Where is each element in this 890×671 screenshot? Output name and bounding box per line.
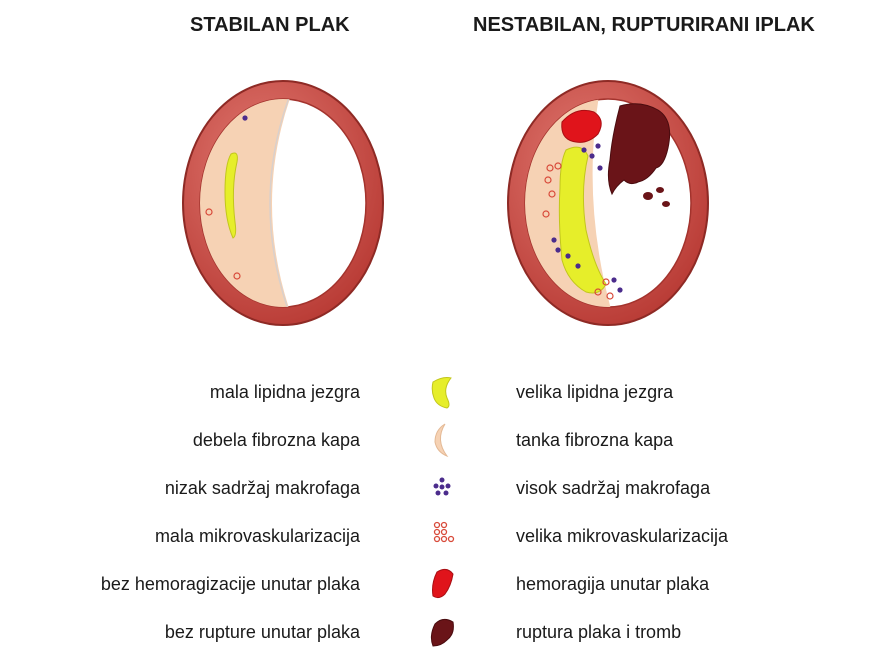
microvessel-icon xyxy=(425,518,459,554)
stable-feature-label: bez rupture unutar plaka xyxy=(165,622,360,643)
macrophage-icon xyxy=(425,470,459,506)
unstable-plaque-title: NESTABILAN, RUPTURIRANI IPLAK xyxy=(473,14,815,37)
hemorrhage-icon xyxy=(425,566,459,602)
lipid-core-icon xyxy=(425,374,459,410)
thrombus-fragment xyxy=(656,187,664,193)
stable-plaque-artery xyxy=(163,70,403,340)
stable-feature-label: nizak sadržaj makrofaga xyxy=(165,478,360,499)
unstable-feature-label: hemoragija unutar plaka xyxy=(516,574,709,595)
legend-row: mala mikrovaskularizacija velika mikrova… xyxy=(0,526,890,564)
unstable-feature-label: ruptura plaka i tromb xyxy=(516,622,681,643)
stable-feature-label: mala mikrovaskularizacija xyxy=(155,526,360,547)
fibrous-cap-icon xyxy=(425,422,459,458)
thrombus-fragment xyxy=(662,201,670,207)
legend-row: bez rupture unutar plaka ruptura plaka i… xyxy=(0,622,890,660)
unstable-feature-label: velika lipidna jezgra xyxy=(516,382,673,403)
unstable-feature-label: visok sadržaj makrofaga xyxy=(516,478,710,499)
stable-plaque-title: STABILAN PLAK xyxy=(190,14,350,37)
legend-row: nizak sadržaj makrofaga visok sadržaj ma… xyxy=(0,478,890,516)
legend-row: debela fibrozna kapa tanka fibrozna kapa xyxy=(0,430,890,468)
thrombus-fragment xyxy=(643,192,653,200)
stable-feature-label: mala lipidna jezgra xyxy=(210,382,360,403)
unstable-plaque-artery xyxy=(488,70,728,340)
unstable-feature-label: tanka fibrozna kapa xyxy=(516,430,673,451)
thrombus-icon xyxy=(425,614,459,650)
stable-feature-label: bez hemoragizacije unutar plaka xyxy=(101,574,360,595)
legend-row: bez hemoragizacije unutar plaka hemoragi… xyxy=(0,574,890,612)
macrophage xyxy=(242,115,247,120)
stable-feature-label: debela fibrozna kapa xyxy=(193,430,360,451)
unstable-feature-label: velika mikrovaskularizacija xyxy=(516,526,728,547)
legend-row: mala lipidna jezgra velika lipidna jezgr… xyxy=(0,382,890,420)
